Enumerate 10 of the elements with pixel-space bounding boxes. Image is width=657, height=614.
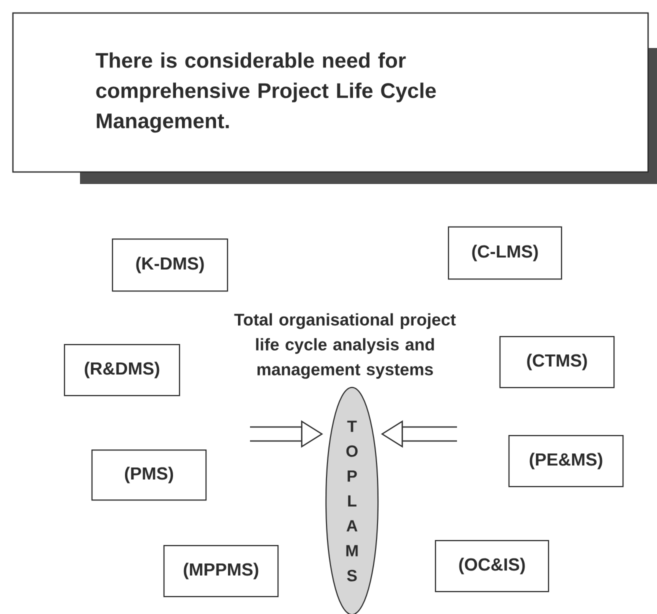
heading: Total organisational project life cycle analysis and management systems <box>234 313 456 379</box>
text-panel: There is considerable need for comprehensive Project Life Cycle Management. <box>12 12 649 173</box>
system-box: (CTMS) <box>499 336 615 388</box>
system-box: (OC&IS) <box>434 540 550 592</box>
system-box: (PMS) <box>91 449 207 501</box>
system-box: (PE&MS) <box>508 434 624 488</box>
system-box: (R&DMS) <box>64 344 180 396</box>
system-box: (MPPMS) <box>163 544 279 598</box>
system-box: (K-DMS) <box>112 238 228 292</box>
system-box: (C-LMS) <box>448 226 562 280</box>
